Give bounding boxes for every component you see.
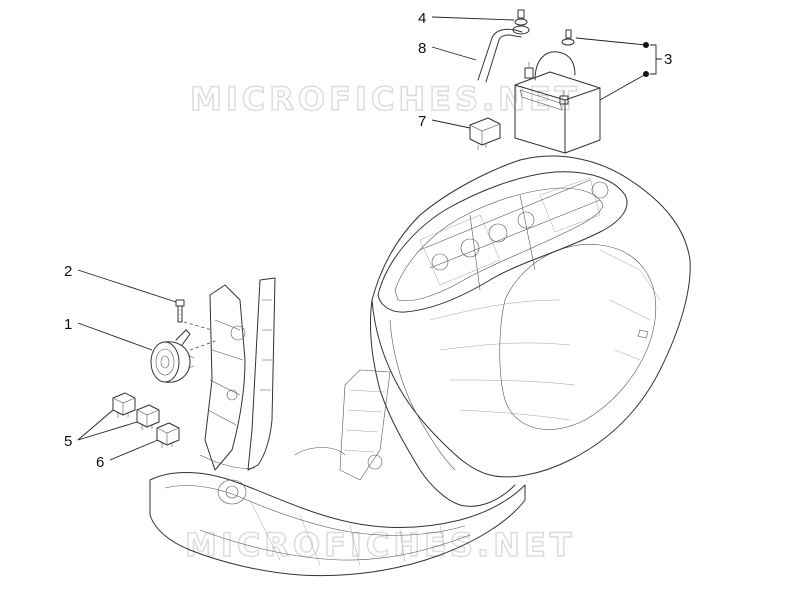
watermark-top: MICROFICHES.NET — [190, 80, 581, 118]
relay-part — [469, 117, 501, 150]
callout-7: 7 — [418, 113, 426, 130]
callout-5: 5 — [64, 433, 72, 450]
bolt-washer-part — [512, 9, 530, 35]
relay-cubes-part — [112, 392, 180, 448]
callout-4: 4 — [418, 10, 426, 27]
battery-screw-part — [561, 29, 575, 46]
callout-1: 1 — [64, 316, 72, 333]
callout-labels: 4 8 3 7 2 1 5 6 — [64, 10, 672, 471]
battery-part — [514, 51, 601, 154]
battery-cable-part — [477, 28, 523, 83]
leader-lines — [77, 16, 662, 461]
callout-8: 8 — [418, 40, 426, 57]
assembly-guide-lines — [183, 321, 219, 351]
horn-part — [150, 329, 195, 383]
horn-bolt-part — [175, 299, 185, 323]
callout-2: 2 — [64, 263, 72, 280]
callout-3: 3 — [664, 51, 672, 68]
callout-6: 6 — [96, 454, 104, 471]
scooter-body-illustration — [149, 155, 691, 577]
